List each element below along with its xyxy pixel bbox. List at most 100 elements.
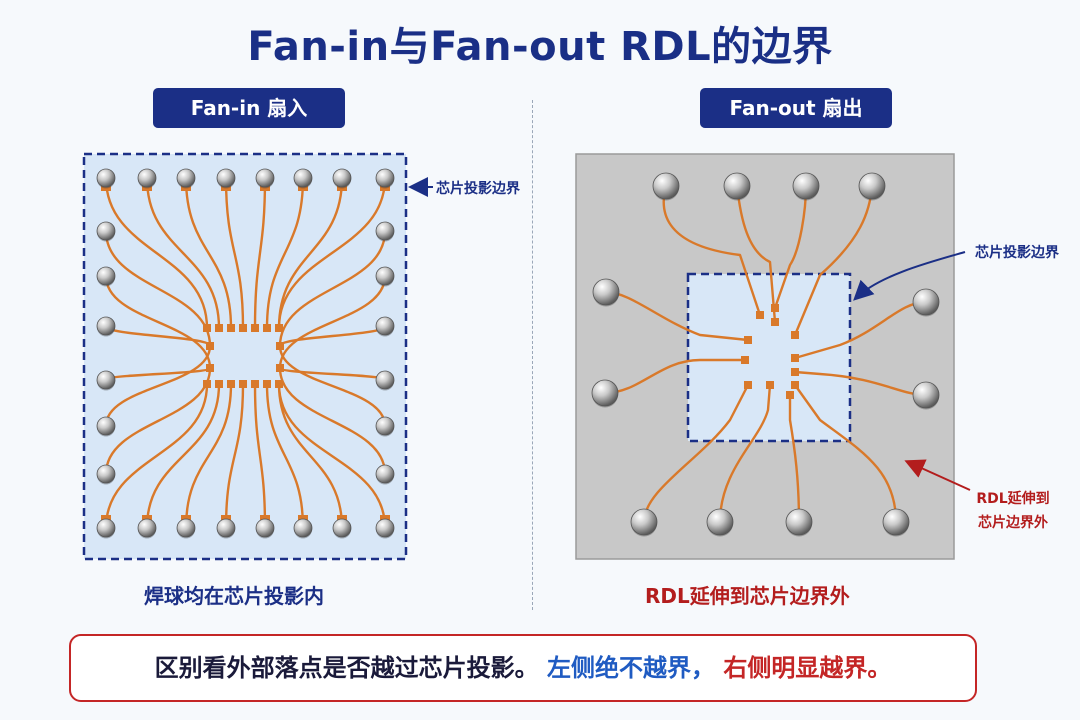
solder-ball [216, 518, 236, 538]
summary-text-right: 右侧明显越界。 [723, 654, 892, 682]
solder-ball [137, 168, 157, 188]
die-pad [741, 356, 749, 364]
solder-ball [375, 168, 395, 188]
solder-ball [630, 508, 658, 536]
center-divider [532, 100, 533, 610]
solder-ball [375, 221, 395, 241]
solder-ball [706, 508, 734, 536]
solder-ball [216, 168, 236, 188]
die-pad [275, 380, 283, 388]
die-pad [766, 381, 774, 389]
die-pad [786, 391, 794, 399]
fan-out-boundary-label: 芯片投影边界 [975, 245, 1059, 261]
die-pad [275, 324, 283, 332]
rdl-trace [277, 176, 344, 330]
rdl-trace [104, 382, 209, 530]
fan-out-chip-boundary [686, 272, 852, 443]
rdl-trace [788, 393, 801, 524]
rdl-extend-arrow [904, 459, 971, 491]
die-pad [239, 324, 247, 332]
die-pad [791, 381, 799, 389]
solder-ball [375, 370, 395, 390]
rdl-trace [184, 176, 233, 330]
solder-ball [332, 518, 352, 538]
solder-ball [176, 168, 196, 188]
solder-ball [785, 508, 813, 536]
solder-ball [293, 518, 313, 538]
solder-ball [255, 168, 275, 188]
solder-ball [375, 266, 395, 286]
solder-ball [375, 416, 395, 436]
solder-ball [652, 172, 680, 200]
rdl-trace [278, 274, 387, 370]
rdl-trace [224, 382, 245, 530]
die-pad [791, 331, 799, 339]
rdl-trace [278, 229, 387, 348]
die-pad [771, 304, 779, 312]
fan-out-header: Fan-out 扇出 [700, 88, 892, 128]
rdl-extend-label-line1: RDL延伸到 [976, 491, 1050, 507]
rdl-trace [277, 382, 344, 530]
rdl-trace [104, 176, 209, 330]
solder-ball [255, 518, 275, 538]
solder-ball [723, 172, 751, 200]
rdl-extend-label: RDL延伸到 芯片边界外 [958, 487, 1068, 535]
solder-ball [375, 316, 395, 336]
die-pad [206, 364, 214, 372]
die-pad [744, 381, 752, 389]
rdl-trace [145, 176, 221, 330]
solder-ball [882, 508, 910, 536]
die-pad [227, 324, 235, 332]
solder-ball [176, 518, 196, 538]
die-pad [791, 368, 799, 376]
rdl-trace [277, 176, 387, 330]
die-pad [744, 336, 752, 344]
page-title: Fan-in与Fan-out RDL的边界 [247, 24, 833, 70]
fan-in-traces [104, 176, 387, 530]
die-pad [791, 354, 799, 362]
die-pad [263, 324, 271, 332]
rdl-trace [104, 344, 212, 428]
solder-ball [332, 168, 352, 188]
die-pad [203, 380, 211, 388]
fan-out-solder-balls [591, 172, 940, 537]
die-pad [251, 380, 259, 388]
rdl-trace [718, 383, 772, 524]
fan-out-boundary-arrow [853, 251, 966, 301]
solder-ball [96, 316, 116, 336]
fan-out-caption: RDL延伸到芯片边界外 [645, 584, 850, 608]
die-pad [771, 318, 779, 326]
solder-ball [96, 416, 116, 436]
fan-in-header: Fan-in 扇入 [153, 88, 345, 128]
die-pad [206, 342, 214, 350]
solder-ball [375, 518, 395, 538]
rdl-trace [224, 176, 245, 330]
die-pad [215, 324, 223, 332]
die-pad [251, 324, 259, 332]
rdl-extend-label-line2: 芯片边界外 [978, 515, 1048, 531]
die-pad [215, 380, 223, 388]
die-pad [276, 364, 284, 372]
die-pad [263, 380, 271, 388]
die-pad [227, 380, 235, 388]
rdl-trace [265, 176, 305, 330]
solder-ball [96, 266, 116, 286]
rdl-trace [793, 383, 898, 524]
summary-text-main: 区别看外部落点是否越过芯片投影。 [154, 654, 539, 682]
solder-ball [96, 518, 116, 538]
rdl-trace [253, 176, 267, 330]
solder-ball [293, 168, 313, 188]
rdl-trace [278, 344, 387, 428]
summary-text-left: 左侧绝不越界， [547, 654, 715, 682]
die-pad [203, 324, 211, 332]
summary-box: 区别看外部落点是否越过芯片投影。 左侧绝不越界， 右侧明显越界。 [69, 634, 977, 702]
rdl-trace [278, 366, 387, 476]
fan-in-boundary-label: 芯片投影边界 [436, 181, 520, 197]
fan-in-diagram [82, 152, 433, 561]
solder-ball [591, 379, 619, 407]
solder-ball [375, 464, 395, 484]
die-pad [239, 380, 247, 388]
solder-ball [912, 381, 940, 409]
fan-in-caption: 焊球均在芯片投影内 [144, 584, 324, 608]
